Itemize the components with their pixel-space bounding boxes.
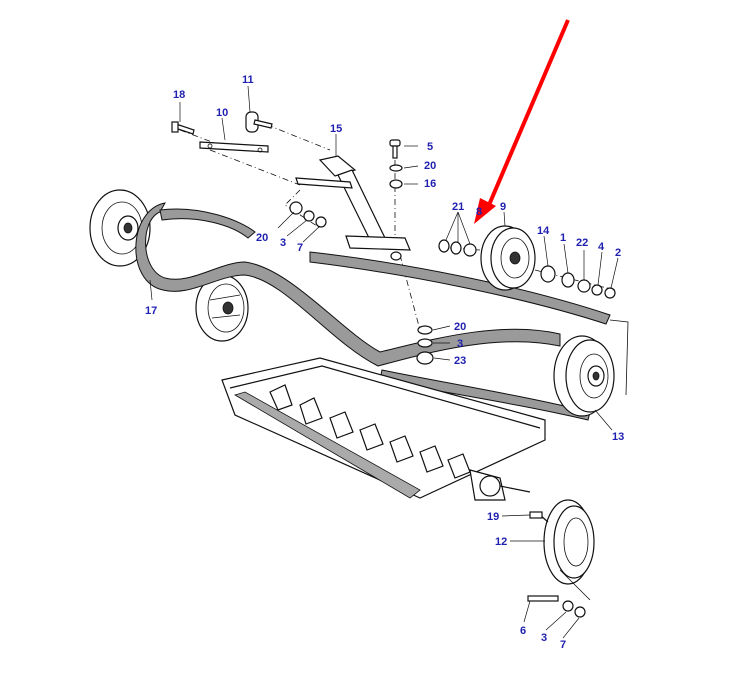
callout-8: 8 [476, 206, 482, 218]
callout-12: 12 [495, 536, 507, 548]
callout-6: 6 [520, 625, 526, 637]
callout-15: 15 [330, 123, 342, 135]
callout-20-mid: 20 [454, 321, 466, 333]
callout-20-upper: 20 [424, 160, 436, 172]
callout-13: 13 [612, 431, 624, 443]
callout-22: 22 [576, 237, 588, 249]
callout-7-left: 7 [297, 242, 303, 254]
callout-3-bottom: 3 [541, 632, 547, 644]
callout-11: 11 [242, 74, 254, 86]
hardware-parts [171, 111, 477, 365]
idler-pulley [195, 274, 249, 342]
callout-10: 10 [216, 107, 228, 119]
leader-lines [149, 85, 619, 639]
callout-7-bottom: 7 [560, 639, 566, 651]
callout-16: 16 [424, 178, 436, 190]
callout-3-left: 3 [280, 237, 286, 249]
callout-23: 23 [454, 355, 466, 367]
bracket-10 [199, 141, 269, 153]
callout-18: 18 [173, 89, 185, 101]
tensioner-arm-15 [295, 155, 411, 251]
callout-labels: 18 11 10 15 5 20 16 21 8 9 14 1 22 4 2 2… [145, 74, 624, 651]
callout-20-left: 20 [256, 232, 268, 244]
rotor-flails [269, 384, 471, 479]
callout-17: 17 [145, 305, 157, 317]
left-pulley-disc [89, 189, 151, 267]
callout-21: 21 [452, 201, 464, 213]
callout-4: 4 [598, 241, 605, 253]
callout-19: 19 [487, 511, 499, 523]
red-indicator-arrow [474, 19, 570, 224]
main-pulley-13 [553, 319, 629, 417]
callout-14: 14 [537, 225, 550, 237]
callout-5: 5 [427, 141, 433, 153]
callout-3-mid: 3 [457, 338, 463, 350]
pulley-12 [527, 499, 595, 618]
rotor-housing [221, 357, 546, 501]
callout-2: 2 [615, 247, 621, 259]
callout-1: 1 [560, 232, 566, 244]
callout-9: 9 [500, 201, 506, 213]
